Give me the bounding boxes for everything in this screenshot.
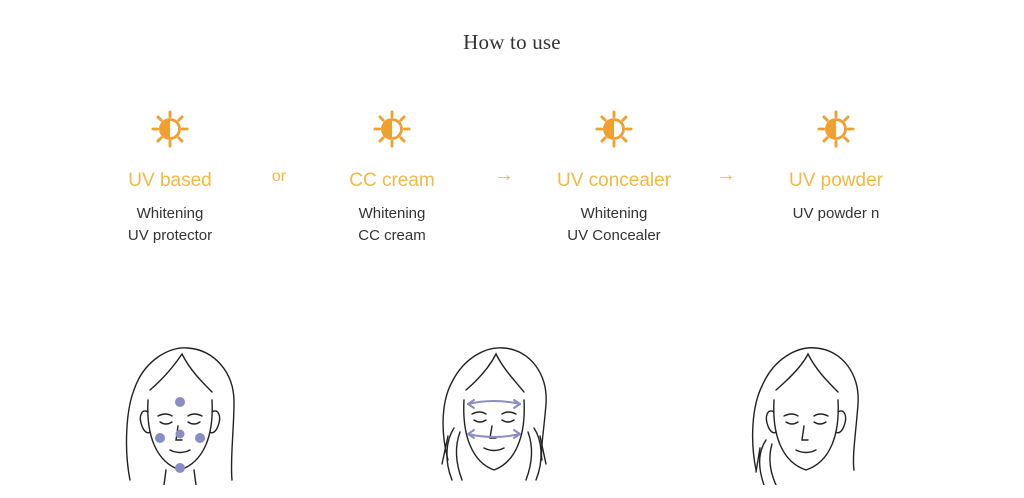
- step-uv-powder: UV powder UV powder n: [736, 110, 936, 225]
- face-spread-icon: [441, 347, 547, 481]
- step-desc-line: UV powder n: [792, 204, 880, 222]
- step-uv-concealer: UV concealer Whitening UV Concealer: [514, 110, 714, 248]
- sun-icon: [151, 110, 189, 148]
- step-desc-line: Whitening: [136, 204, 204, 222]
- step-desc-line: UV Concealer: [567, 227, 661, 245]
- page-title: How to use: [463, 30, 561, 54]
- separator-arrow-icon: →: [716, 164, 736, 186]
- step-desc-line: UV protector: [127, 227, 213, 245]
- face-pat-icon: [751, 347, 859, 485]
- step-cc-cream: CC cream Whitening CC cream: [292, 110, 492, 248]
- step-desc: Whitening CC cream: [292, 203, 492, 248]
- step-name: UV concealer: [556, 170, 672, 191]
- step-name: UV based: [128, 170, 212, 191]
- separator-arrow-icon: →: [494, 164, 514, 186]
- face-dots-icon: [125, 347, 235, 485]
- step-desc: Whitening UV protector: [70, 203, 270, 248]
- step-name: CC cream: [349, 170, 435, 191]
- sun-icon: [595, 110, 633, 148]
- step-desc-line: CC cream: [358, 227, 426, 245]
- separator-or: or: [271, 168, 287, 185]
- step-uv-based: UV based Whitening UV protector: [70, 110, 270, 248]
- step-desc: UV powder n: [736, 203, 936, 226]
- step-desc-line: Whitening: [580, 204, 648, 222]
- step-name: UV powder: [789, 170, 883, 191]
- step-desc: Whitening UV Concealer: [514, 203, 714, 248]
- sun-icon: [373, 110, 411, 148]
- sun-icon: [817, 110, 855, 148]
- step-desc-line: Whitening: [358, 204, 426, 222]
